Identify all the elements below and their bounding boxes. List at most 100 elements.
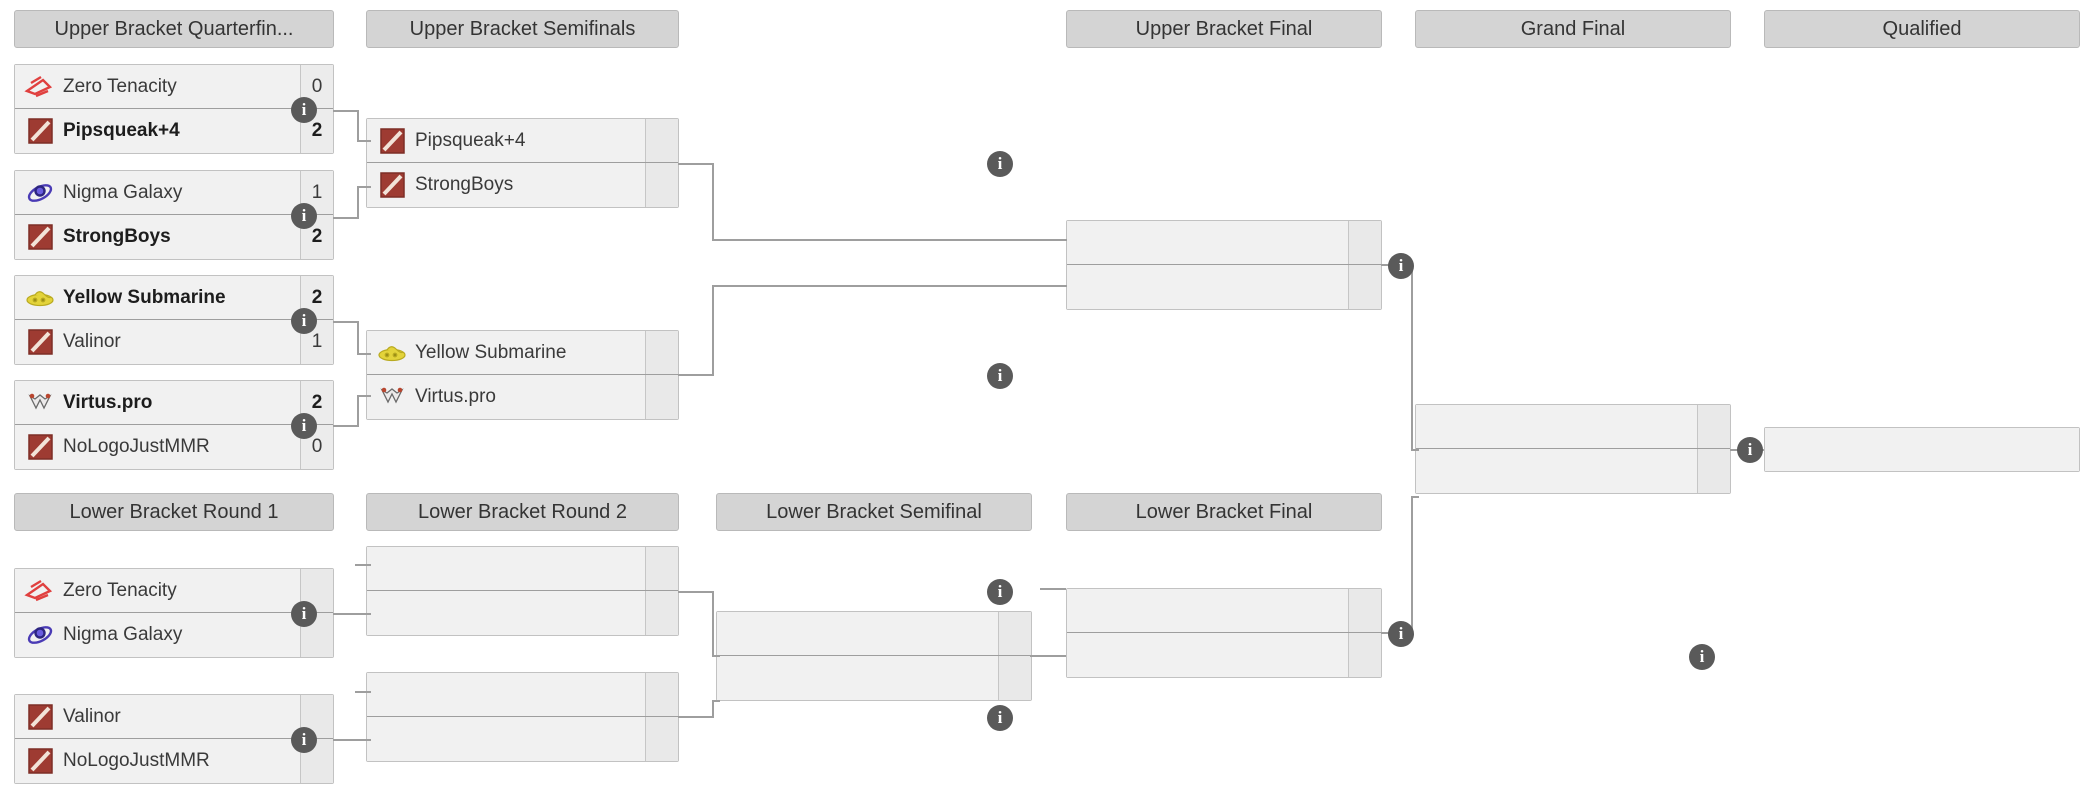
match-row-bottom[interactable] xyxy=(367,591,678,635)
match-row-top[interactable]: Yellow Submarine 2 xyxy=(15,276,333,320)
match-lb-semifinal[interactable]: i xyxy=(716,611,1715,701)
virtus-pro-logo-icon xyxy=(375,382,409,412)
connector-line xyxy=(355,691,371,693)
round-header-lower-bracket-semifinal[interactable]: Lower Bracket Semifinal xyxy=(716,493,1032,531)
round-header-qualified[interactable]: Qualified xyxy=(1764,10,2080,48)
connector-line xyxy=(678,163,714,165)
connector-line xyxy=(357,395,359,427)
connector-line xyxy=(678,716,714,718)
match-info-icon[interactable]: i xyxy=(291,601,317,627)
team-score xyxy=(645,163,678,207)
match-row-top[interactable]: Yellow Submarine xyxy=(367,331,678,375)
connector-line xyxy=(712,285,1067,287)
match-row-bottom[interactable]: NoLogoJustMMR xyxy=(15,739,333,783)
team-score xyxy=(645,673,678,716)
match-info-icon[interactable]: i xyxy=(1388,253,1414,279)
match-info-icon[interactable]: i xyxy=(291,413,317,439)
team-score: 2 xyxy=(300,381,333,424)
match-info-icon[interactable]: i xyxy=(291,308,317,334)
round-header-lower-bracket-round-1[interactable]: Lower Bracket Round 1 xyxy=(14,493,334,531)
match-row-bottom[interactable]: Virtus.pro xyxy=(367,375,678,419)
team-score xyxy=(998,612,1031,655)
match-ub-qf-2[interactable]: Nigma Galaxy 1 StrongBoys 2 i xyxy=(14,170,334,260)
round-header-upper-bracket-semifinals[interactable]: Upper Bracket Semifinals xyxy=(366,10,679,48)
match-row-bottom[interactable]: StrongBoys xyxy=(367,163,678,207)
team-score xyxy=(1697,449,1730,493)
match-row-top[interactable]: Nigma Galaxy 1 xyxy=(15,171,333,215)
match-ub-qf-1[interactable]: Zero Tenacity 0 Pipsqueak+4 2 i xyxy=(14,64,334,154)
round-header-upper-bracket-final[interactable]: Upper Bracket Final xyxy=(1066,10,1382,48)
zero-tenacity-logo-icon xyxy=(23,72,57,102)
dota-default-logo-icon xyxy=(23,432,57,462)
dota-default-logo-icon xyxy=(375,170,409,200)
match-row-bottom[interactable] xyxy=(717,656,1031,700)
connector-line xyxy=(712,591,714,657)
match-row-bottom[interactable]: NoLogoJustMMR 0 xyxy=(15,425,333,469)
match-ub-qf-4[interactable]: Virtus.pro 2 NoLogoJustMMR 0 i xyxy=(14,380,334,470)
match-qualified-slot[interactable] xyxy=(1764,427,2080,472)
team-score xyxy=(1348,221,1381,264)
match-row-bottom[interactable]: Valinor 1 xyxy=(15,320,333,364)
match-info-icon[interactable]: i xyxy=(1737,437,1763,463)
team-name: Nigma Galaxy xyxy=(63,624,183,645)
match-lb-r1-2[interactable]: Valinor NoLogoJustMMR i xyxy=(14,694,334,784)
match-lb-r2-1[interactable]: i xyxy=(366,546,1013,636)
match-info-icon[interactable]: i xyxy=(987,705,1013,731)
match-lb-final[interactable]: i xyxy=(1066,588,1414,678)
connector-line xyxy=(333,321,359,323)
match-row-bottom[interactable] xyxy=(1416,449,1730,493)
match-info-icon[interactable]: i xyxy=(1388,621,1414,647)
match-info-icon[interactable]: i xyxy=(987,151,1013,177)
dota-default-logo-icon xyxy=(23,222,57,252)
match-info-icon[interactable]: i xyxy=(987,579,1013,605)
match-lb-r1-1[interactable]: Zero Tenacity Nigma Galaxy i xyxy=(14,568,334,658)
round-header-lower-bracket-round-2[interactable]: Lower Bracket Round 2 xyxy=(366,493,679,531)
match-ub-qf-3[interactable]: Yellow Submarine 2 Valinor 1 i xyxy=(14,275,334,365)
match-row-bottom[interactable] xyxy=(1067,265,1381,309)
match-info-icon[interactable]: i xyxy=(291,727,317,753)
team-name: NoLogoJustMMR xyxy=(63,436,210,457)
match-row-bottom[interactable]: Nigma Galaxy xyxy=(15,613,333,657)
match-row-top[interactable]: Zero Tenacity xyxy=(15,569,333,613)
nigma-galaxy-logo-icon xyxy=(23,178,57,208)
round-header-lower-bracket-final[interactable]: Lower Bracket Final xyxy=(1066,493,1382,531)
round-header-upper-bracket-quarterfinals[interactable]: Upper Bracket Quarterfin... xyxy=(14,10,334,48)
match-ub-final[interactable]: i xyxy=(1066,220,1414,310)
match-row-top[interactable]: Pipsqueak+4 xyxy=(367,119,678,163)
match-row-top[interactable] xyxy=(367,547,678,591)
match-info-icon[interactable]: i xyxy=(1689,644,1715,670)
match-row-top[interactable] xyxy=(1067,221,1381,265)
connector-line xyxy=(357,321,359,354)
connector-line xyxy=(357,186,359,219)
team-score xyxy=(1348,589,1381,632)
match-row-top[interactable] xyxy=(1765,428,2079,471)
match-row-top[interactable]: Virtus.pro 2 xyxy=(15,381,333,425)
match-info-icon[interactable]: i xyxy=(291,97,317,123)
match-row-bottom[interactable]: Pipsqueak+4 2 xyxy=(15,109,333,153)
match-grand-final[interactable]: i xyxy=(1415,404,1763,494)
connector-line xyxy=(333,613,371,615)
match-row-bottom[interactable] xyxy=(1067,633,1381,677)
match-row-bottom[interactable] xyxy=(367,717,678,761)
connector-line xyxy=(712,285,714,376)
connector-line xyxy=(357,140,371,142)
dota-default-logo-icon xyxy=(23,116,57,146)
match-row-top[interactable]: Valinor xyxy=(15,695,333,739)
match-row-bottom[interactable]: StrongBoys 2 xyxy=(15,215,333,259)
match-lb-r2-2[interactable]: i xyxy=(366,672,1013,762)
round-header-grand-final[interactable]: Grand Final xyxy=(1415,10,1731,48)
team-score: 2 xyxy=(300,276,333,319)
team-score xyxy=(645,119,678,162)
team-name: Virtus.pro xyxy=(415,386,496,407)
match-row-top[interactable] xyxy=(717,612,1031,656)
match-row-top[interactable] xyxy=(367,673,678,717)
match-ub-sf-1[interactable]: Pipsqueak+4 StrongBoys i xyxy=(366,118,1013,208)
match-ub-sf-2[interactable]: Yellow Submarine Virtus.pro i xyxy=(366,330,1013,420)
team-score xyxy=(998,656,1031,700)
match-row-top[interactable]: Zero Tenacity 0 xyxy=(15,65,333,109)
match-info-icon[interactable]: i xyxy=(291,203,317,229)
match-row-top[interactable] xyxy=(1067,589,1381,633)
match-row-top[interactable] xyxy=(1416,405,1730,449)
match-info-icon[interactable]: i xyxy=(987,363,1013,389)
